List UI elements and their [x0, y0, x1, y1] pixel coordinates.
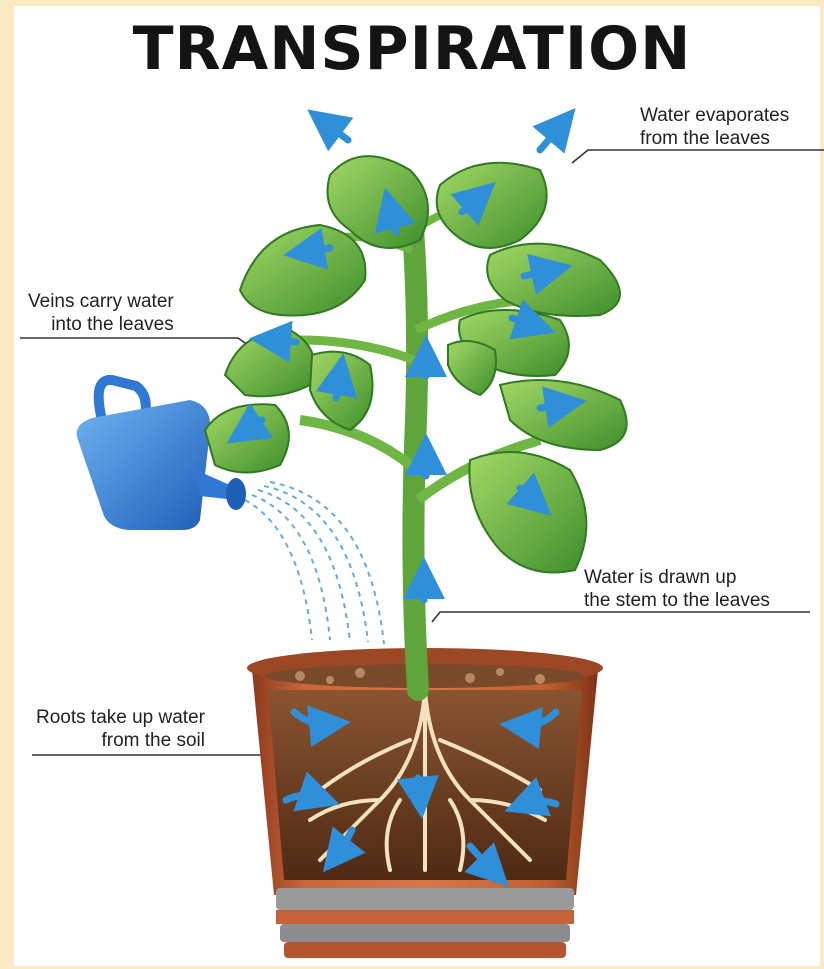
- label-evaporate: Water evaporates from the leaves: [640, 104, 789, 150]
- label-veins: Veins carry water into the leaves: [28, 290, 174, 336]
- leader-stem: [432, 612, 810, 622]
- water-flow-arrow: [304, 248, 330, 252]
- leader-evaporate: [572, 150, 824, 163]
- water-flow-arrow: [324, 122, 348, 140]
- label-roots: Roots take up water from the soil: [36, 706, 205, 752]
- water-spray: [245, 482, 384, 644]
- leader-veins: [20, 338, 255, 350]
- water-flow-arrow: [270, 340, 296, 342]
- water-flow-arrow: [336, 374, 340, 398]
- label-stem: Water is drawn up the stem to the leaves: [584, 566, 770, 612]
- water-flow-arrow: [524, 801, 556, 804]
- water-flow-arrow: [418, 778, 420, 798]
- water-flow-arrow: [540, 124, 562, 150]
- water-flow-arrow: [540, 404, 566, 408]
